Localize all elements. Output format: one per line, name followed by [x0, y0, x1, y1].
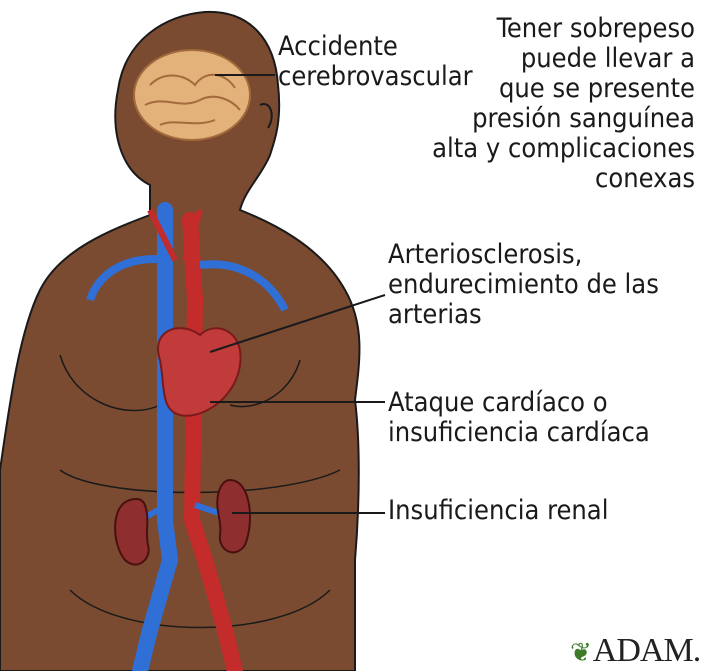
label-line: insuficiencia cardíaca [388, 418, 650, 448]
label-line: Ataque cardíaco o [388, 388, 650, 418]
label-heart-failure: Ataque cardíaco o insuficiencia cardíaca [388, 388, 650, 448]
label-line: cerebrovascular [278, 62, 473, 92]
label-line: Insuficiencia renal [388, 496, 608, 526]
caption-line: conexas [432, 164, 695, 194]
adam-logo: ❦ADAM. [570, 632, 700, 670]
label-stroke: Accidente cerebrovascular [278, 32, 473, 92]
caption-line: presión sanguínea [432, 104, 695, 134]
label-line: endurecimiento de las [388, 270, 659, 300]
leaf-icon: ❦ [570, 638, 591, 667]
label-line: Accidente [278, 32, 473, 62]
caption-line: alta y complicaciones [432, 134, 695, 164]
brain [134, 50, 250, 140]
label-line: Arteriosclerosis, [388, 240, 659, 270]
label-line: arterias [388, 300, 659, 330]
kidney-right [217, 480, 250, 552]
label-arteriosclerosis: Arteriosclerosis, endurecimiento de las … [388, 240, 659, 330]
logo-text: ADAM. [593, 632, 700, 669]
label-renal-failure: Insuficiencia renal [388, 496, 608, 526]
